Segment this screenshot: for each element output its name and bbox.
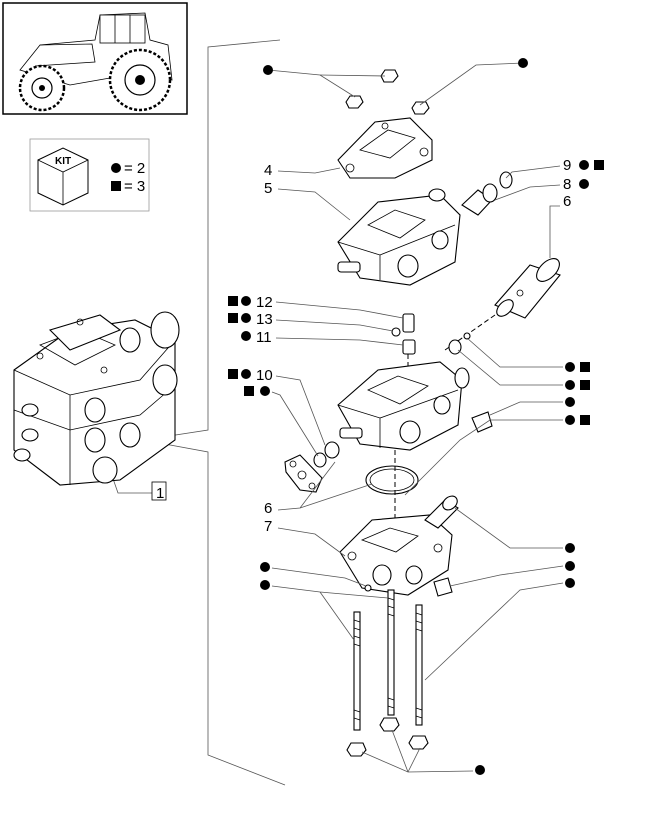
bullet-circle	[579, 179, 589, 189]
spool-rod	[494, 258, 561, 319]
callout-6-top: 6	[563, 193, 571, 210]
section-middle	[337, 361, 470, 451]
large-oring	[365, 465, 419, 495]
callout-10: 10	[256, 367, 273, 384]
tie-rods	[353, 589, 423, 731]
relief-cartridge	[424, 495, 459, 529]
detent-parts	[391, 313, 416, 355]
bullet-circle	[241, 369, 251, 379]
bullet-circle	[518, 58, 528, 68]
bullet-square	[244, 386, 254, 396]
bullet-circle	[579, 160, 589, 170]
bullet-circle	[475, 765, 485, 775]
bullet-square	[594, 160, 604, 170]
bullet-circle	[241, 313, 251, 323]
leader-10a	[275, 375, 326, 446]
callout-6-left: 6	[264, 500, 272, 517]
kit-label: KIT	[55, 156, 71, 167]
callout-9: 9	[563, 157, 571, 174]
bullet-circle	[241, 296, 251, 306]
leader-4	[277, 167, 341, 174]
leader-7	[277, 527, 346, 557]
top-leaders	[267, 62, 524, 106]
bullet-circle	[260, 562, 270, 572]
callout-13: 13	[256, 311, 273, 328]
section-5	[337, 188, 461, 286]
right-leaders	[404, 337, 564, 681]
leader-nuts-c	[407, 747, 421, 773]
leader-5	[277, 188, 351, 221]
leader-9	[505, 165, 561, 179]
seal-flange	[284, 441, 340, 493]
tractor-thumbnail	[2, 2, 188, 115]
leader-13	[275, 319, 394, 332]
square-symbol	[111, 181, 121, 191]
right-bullets	[565, 362, 590, 588]
bullet-circle	[260, 580, 270, 590]
callout-1-box	[151, 481, 167, 501]
leader-8	[494, 184, 561, 201]
leader-nuts-b	[391, 729, 409, 773]
leader-rod-b	[319, 591, 355, 641]
callout-12: 12	[256, 294, 273, 311]
kit-legend: KIT = 2 = 3	[29, 138, 150, 212]
callout-4: 4	[264, 162, 272, 179]
leader-6-left-b	[299, 483, 373, 509]
circle-symbol	[111, 163, 121, 173]
callout-5: 5	[264, 180, 272, 197]
bullet-square	[228, 369, 238, 379]
cover-part	[337, 117, 433, 179]
leader-nuts-a	[361, 751, 474, 773]
callout-7: 7	[264, 518, 272, 535]
bullet-circle	[241, 331, 251, 341]
callout-11: 11	[256, 329, 272, 346]
bullet-circle	[263, 65, 273, 75]
leader-10b	[271, 391, 319, 457]
plug-part	[461, 171, 513, 216]
bottom-nuts	[346, 717, 429, 757]
leader-washer	[271, 567, 367, 587]
callout-1: 1	[156, 485, 164, 502]
kit-circle-count: = 2	[124, 160, 145, 177]
top-nuts	[345, 69, 430, 115]
side-plug	[364, 577, 453, 597]
bullet-circle	[260, 386, 270, 396]
kit-square-count: = 3	[124, 178, 145, 195]
leader-12	[275, 301, 404, 319]
plug-cap	[471, 411, 493, 433]
bullet-square	[228, 313, 238, 323]
callout-8: 8	[563, 176, 571, 193]
valve-assembly	[13, 311, 180, 486]
bullet-square	[228, 296, 238, 306]
leader-11	[275, 337, 404, 346]
leader-6-top	[549, 205, 560, 258]
